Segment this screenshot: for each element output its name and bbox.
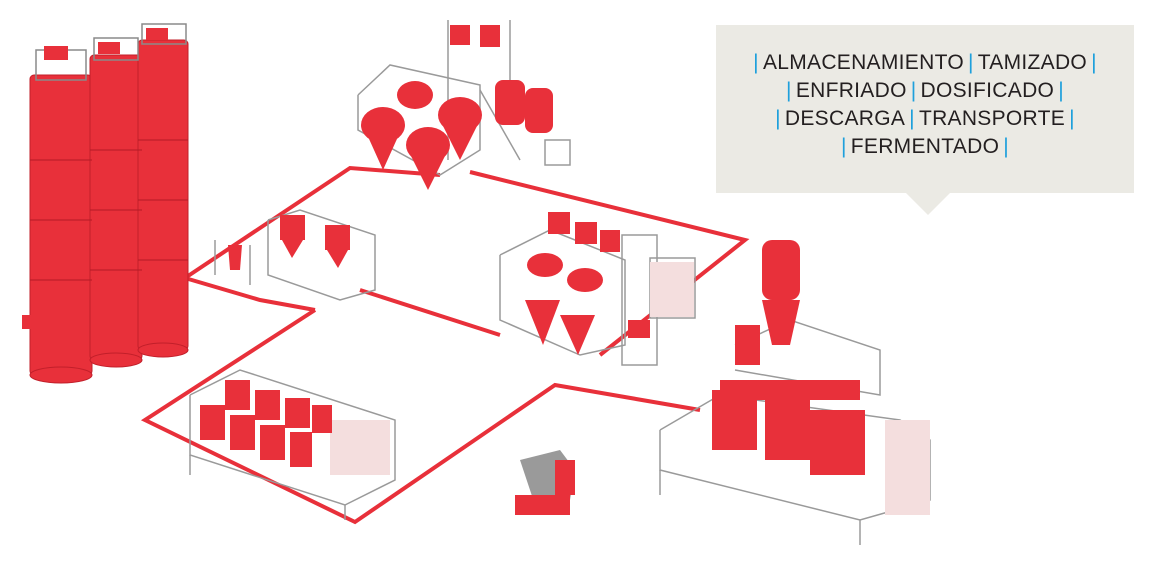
separator: | <box>1091 51 1097 74</box>
connector-silo-to-fermenting <box>183 165 441 280</box>
separator: | <box>1003 135 1009 158</box>
process-transport: TRANSPORTE <box>918 107 1066 130</box>
separator: | <box>841 135 847 158</box>
separator: | <box>1058 79 1064 102</box>
process-connector-lines <box>140 165 750 525</box>
process-fermenting: FERMENTADO <box>850 135 1000 158</box>
process-cooling: ENFRIADO <box>795 79 907 102</box>
callout-line-3: |DESCARGA|TRANSPORTE| <box>716 105 1134 133</box>
process-dosing: DOSIFICADO <box>920 79 1055 102</box>
connector-fermenting-to-sieving <box>469 170 750 357</box>
discharge-unit <box>189 369 396 520</box>
separator: | <box>910 79 917 102</box>
callout-line-2: |ENFRIADO|DOSIFICADO| <box>716 77 1134 105</box>
sieving-unit <box>659 240 931 545</box>
callout-pointer <box>906 193 950 215</box>
transport-hopper <box>515 450 575 515</box>
separator: | <box>909 107 915 130</box>
connector-dosing-to-cooling <box>359 288 501 337</box>
process-storage: ALMACENAMIENTO <box>762 51 964 74</box>
process-list-callout: |ALMACENAMIENTO|TAMIZADO| |ENFRIADO|DOSI… <box>716 25 1134 193</box>
separator: | <box>753 51 759 74</box>
connector-dosing-to-discharge <box>140 308 701 525</box>
separator: | <box>1069 107 1075 130</box>
dosing-unit <box>214 209 376 301</box>
process-sieving: TAMIZADO <box>977 51 1088 74</box>
connector-silo-to-dosing <box>184 276 316 312</box>
separator: | <box>786 79 792 102</box>
callout-line-1: |ALMACENAMIENTO|TAMIZADO| <box>716 49 1134 77</box>
storage-silos <box>22 23 189 384</box>
separator: | <box>775 107 781 130</box>
cooling-unit <box>499 212 696 366</box>
separator: | <box>967 51 974 74</box>
callout-line-4: |FERMENTADO| <box>716 133 1134 161</box>
process-discharge: DESCARGA <box>784 107 906 130</box>
fermenting-unit <box>357 20 571 190</box>
